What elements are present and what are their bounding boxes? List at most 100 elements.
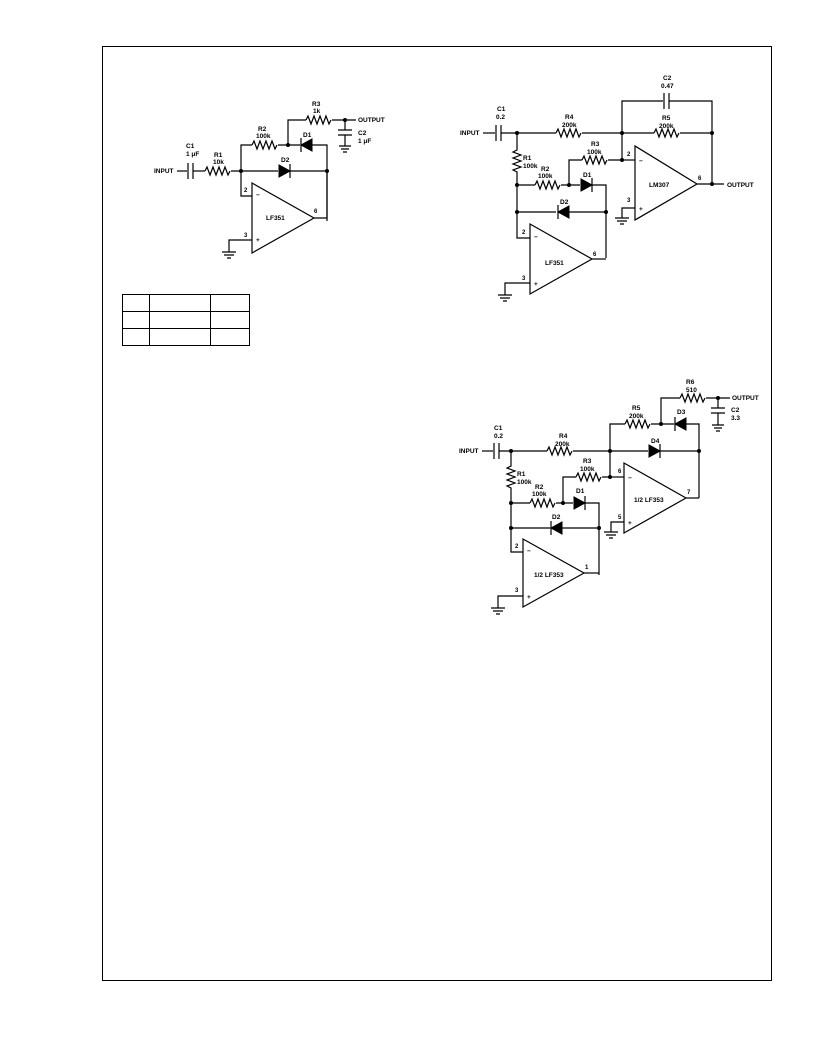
svg-text:2: 2 (515, 544, 519, 550)
c2-diode-d1: D1 (580, 172, 594, 192)
svg-text:C2: C2 (663, 75, 672, 82)
table-cell (149, 294, 211, 312)
svg-text:D2: D2 (560, 199, 569, 206)
svg-text:6: 6 (593, 252, 597, 258)
table-cell (210, 311, 250, 329)
c1-input-label: INPUT (154, 168, 174, 175)
svg-text:R4: R4 (565, 114, 574, 121)
c2-opamp-lf351: − + LF351 2 3 6 (522, 222, 597, 296)
svg-text:200k: 200k (629, 413, 644, 420)
svg-text:200k: 200k (562, 122, 577, 129)
c3-opamp-a: − + 1/2 LF353 2 3 1 (515, 537, 589, 609)
svg-text:+: + (534, 281, 538, 288)
c3-diode-d2: D2 (549, 514, 563, 535)
c3-output-label: OUTPUT (732, 395, 759, 402)
c3-diode-d1: D1 (573, 488, 587, 510)
svg-text:+: + (628, 520, 632, 527)
c2-resistor-r3: R3 100k (581, 141, 608, 166)
svg-text:+: + (256, 237, 260, 244)
svg-text:6: 6 (314, 209, 318, 215)
svg-text:1 μF: 1 μF (186, 151, 199, 158)
svg-text:1k: 1k (313, 108, 321, 115)
svg-text:C2: C2 (358, 130, 367, 137)
svg-text:3.3: 3.3 (731, 415, 740, 422)
svg-text:2: 2 (627, 152, 631, 158)
c3-diode-d3: D3 (673, 409, 687, 431)
table-cell (122, 294, 150, 312)
svg-text:10k: 10k (213, 159, 224, 166)
svg-text:R1: R1 (517, 471, 526, 478)
svg-text:100k: 100k (532, 491, 547, 498)
svg-text:+: + (527, 594, 531, 601)
c3-capacitor-c2: C2 3.3 (711, 398, 740, 432)
c2-resistor-r1: R1 100k (511, 133, 538, 185)
svg-text:C1: C1 (494, 425, 503, 432)
svg-text:LF351: LF351 (266, 215, 285, 222)
svg-text:1: 1 (585, 565, 589, 571)
svg-text:200k: 200k (659, 123, 674, 130)
svg-text:−: − (527, 548, 531, 555)
c2-capacitor-c1: C1 0.2 (495, 106, 506, 141)
c3-opamp-b: − + 1/2 LF353 6 5 7 (618, 461, 691, 535)
circuit-1-half-wave-rectifier: INPUT C1 1 μF R1 10k D2 R2 100k (154, 101, 385, 259)
c2-resistor-r2: R2 100k (534, 166, 561, 191)
table-cell (149, 311, 211, 329)
svg-text:D1: D1 (576, 488, 585, 495)
c2-opamp-lm307: − + LM307 2 3 6 (627, 144, 702, 222)
svg-text:R1: R1 (523, 155, 532, 162)
table-cell (122, 311, 150, 329)
svg-text:3: 3 (627, 198, 631, 204)
c2-output-label: OUTPUT (727, 182, 754, 189)
svg-text:100k: 100k (256, 133, 271, 140)
svg-text:C1: C1 (186, 143, 195, 150)
svg-text:3: 3 (522, 276, 526, 282)
svg-text:3: 3 (515, 588, 519, 594)
c2-resistor-r4: R4 200k (555, 114, 582, 139)
table-row (122, 311, 250, 329)
svg-text:−: − (628, 475, 632, 482)
svg-text:R6: R6 (686, 379, 695, 386)
c3-resistor-r5: R5 200k (624, 405, 651, 430)
svg-text:−: − (639, 158, 643, 165)
c3-resistor-r3: R3 100k (575, 458, 602, 483)
svg-text:6: 6 (618, 469, 622, 475)
svg-text:3: 3 (244, 233, 248, 239)
c1-diode-d1: D1 (299, 132, 313, 152)
c3-capacitor-c1: C1 0.2 (493, 425, 503, 459)
svg-text:R2: R2 (258, 126, 267, 133)
svg-text:D2: D2 (281, 157, 290, 164)
c3-resistor-r2: R2 100k (529, 484, 556, 509)
svg-text:0.2: 0.2 (494, 433, 503, 440)
svg-text:−: − (534, 234, 538, 241)
c3-resistor-r4: R4 200k (546, 433, 573, 457)
table-row (122, 294, 250, 312)
svg-text:LM307: LM307 (649, 182, 670, 189)
c1-resistor-r2: R2 100k (251, 126, 278, 151)
svg-text:D1: D1 (303, 132, 312, 139)
svg-text:2: 2 (522, 230, 526, 236)
c2-capacitor-c2: C2 0.47 (661, 75, 674, 109)
svg-text:1/2 LF353: 1/2 LF353 (534, 572, 564, 579)
c1-diode-d2: D2 (278, 157, 292, 178)
c1-output-label: OUTPUT (358, 117, 385, 124)
svg-text:1 μF: 1 μF (358, 138, 371, 145)
svg-text:D2: D2 (552, 514, 561, 521)
svg-text:R1: R1 (214, 152, 223, 159)
svg-text:+: + (639, 206, 643, 213)
svg-text:100k: 100k (517, 479, 532, 486)
c1-resistor-r3: R3 1k (305, 101, 332, 126)
svg-text:1/2 LF353: 1/2 LF353 (634, 497, 664, 504)
svg-text:6: 6 (698, 176, 702, 182)
circuit-2-full-wave-rectifier: INPUT C1 0.2 R4 200k R5 200k C2 0.47 (460, 75, 754, 302)
svg-text:LF351: LF351 (545, 260, 564, 267)
svg-text:−: − (256, 192, 260, 199)
c3-diode-d4: D4 (648, 438, 662, 458)
svg-text:R2: R2 (535, 484, 544, 491)
svg-text:C1: C1 (497, 106, 506, 113)
svg-text:R5: R5 (632, 405, 641, 412)
c3-resistor-r1: R1 100k (505, 451, 532, 503)
svg-text:2: 2 (244, 188, 248, 194)
page-frame (102, 46, 772, 981)
table-cell (122, 328, 150, 346)
table-cell (210, 294, 250, 312)
